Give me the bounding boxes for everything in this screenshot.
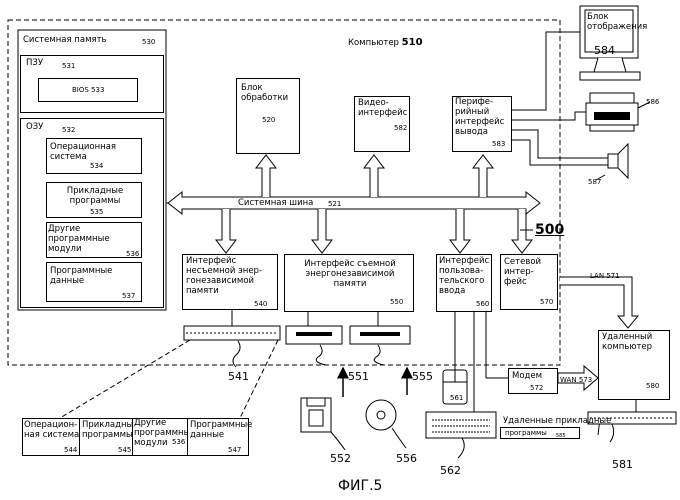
bus-to-cpu-arrow <box>256 155 276 197</box>
cd-drive-num: 555 <box>412 370 433 383</box>
monitor-num: 584 <box>594 44 615 57</box>
bus-to-removable-arrow <box>312 209 332 253</box>
cpu-label: Блок обработки <box>241 83 291 103</box>
bus-to-nonremovable-arrow <box>216 209 236 253</box>
lan-arrow <box>560 277 638 328</box>
system-memory-label: Системная память <box>23 35 107 45</box>
keyboard-icon <box>426 412 496 438</box>
video-label: Видео-интерфейс <box>358 98 404 118</box>
remote-computer-label: Удаленный компьютер <box>602 332 666 352</box>
remote-storage-num: 581 <box>612 458 633 471</box>
bus-to-user-input-arrow <box>450 209 470 253</box>
ram-modules-label: Другие программные модули <box>48 224 128 254</box>
computer-label: Компьютер 510 <box>348 38 423 48</box>
wan-label: WAN 573 <box>560 376 592 384</box>
bus-label: Системная шина <box>238 198 313 208</box>
ram-os-num: 534 <box>90 162 103 170</box>
bus-to-video-arrow <box>364 155 384 197</box>
ram-data-label: Программные данные <box>50 266 130 286</box>
video-num: 582 <box>394 124 407 132</box>
rom-num: 531 <box>62 62 75 70</box>
ram-modules-num: 536 <box>126 250 139 258</box>
figure-caption: ФИГ.5 <box>338 478 382 494</box>
ram-os-label: Операционная система <box>50 142 130 162</box>
bus-num: 521 <box>328 200 341 208</box>
user-input-num: 560 <box>476 300 489 308</box>
hdd-num: 541 <box>228 370 249 383</box>
hdd-apps-num: 545 <box>118 446 131 454</box>
removable-label: Интерфейс съемной энергонезависимой памя… <box>288 259 412 289</box>
modem-label: Модем <box>512 371 542 381</box>
cd-num: 556 <box>396 452 417 465</box>
floppy-num: 552 <box>330 452 351 465</box>
user-input-label: Интерфейс пользова-тельского ввода <box>439 256 491 296</box>
hdd-data-label: Программные данные <box>190 420 248 440</box>
ram-num: 532 <box>62 126 75 134</box>
printer-num: 586 <box>646 98 659 106</box>
ram-apps-num: 535 <box>90 208 103 216</box>
mouse-num: 561 <box>450 394 463 402</box>
system-num: 500 <box>535 222 564 238</box>
modem-num: 572 <box>530 384 543 392</box>
periph-num: 583 <box>492 140 505 148</box>
remote-apps-label: Удаленные прикладные <box>503 416 611 426</box>
bus-to-periph-arrow <box>473 155 493 197</box>
floppy-drive-num: 551 <box>348 370 369 383</box>
remote-apps-label2: программы <box>505 429 547 437</box>
system-memory-num: 530 <box>142 38 155 46</box>
speaker-num: 587 <box>588 178 601 186</box>
printer-icon <box>590 93 634 103</box>
netif-num: 570 <box>540 298 553 306</box>
removable-num: 550 <box>390 298 403 306</box>
bus-to-netif-arrow <box>512 209 532 253</box>
rom-label: ПЗУ <box>26 58 43 68</box>
lan-label: LAN 571 <box>590 272 620 280</box>
netif-label: Сетевой интер-фейс <box>504 257 552 287</box>
nonremovable-num: 540 <box>254 300 267 308</box>
hdd-os-num: 544 <box>64 446 77 454</box>
ram-apps-label: Прикладные программы <box>62 186 128 206</box>
remote-apps-num: 585 <box>556 432 566 440</box>
ram-data-num: 537 <box>122 292 135 300</box>
keyboard-num: 562 <box>440 464 461 477</box>
hdd-os-label: Операцион-ная система <box>24 420 80 440</box>
periph-label: Перифе-рийный интерфейс вывода <box>455 97 511 137</box>
hdd-apps-label: Прикладные программы <box>82 420 132 440</box>
remote-computer-num: 580 <box>646 382 659 390</box>
bios-label: BIOS 533 <box>72 86 104 94</box>
cpu-num: 520 <box>262 116 275 124</box>
hdd-data-num: 547 <box>228 446 241 454</box>
ram-label: ОЗУ <box>26 122 43 132</box>
hdd-modules-num: 536 <box>172 438 185 446</box>
monitor-label: Блок отображения <box>587 12 633 32</box>
nonremovable-label: Интерфейс несъемной энер-гонезависимой п… <box>186 256 266 296</box>
